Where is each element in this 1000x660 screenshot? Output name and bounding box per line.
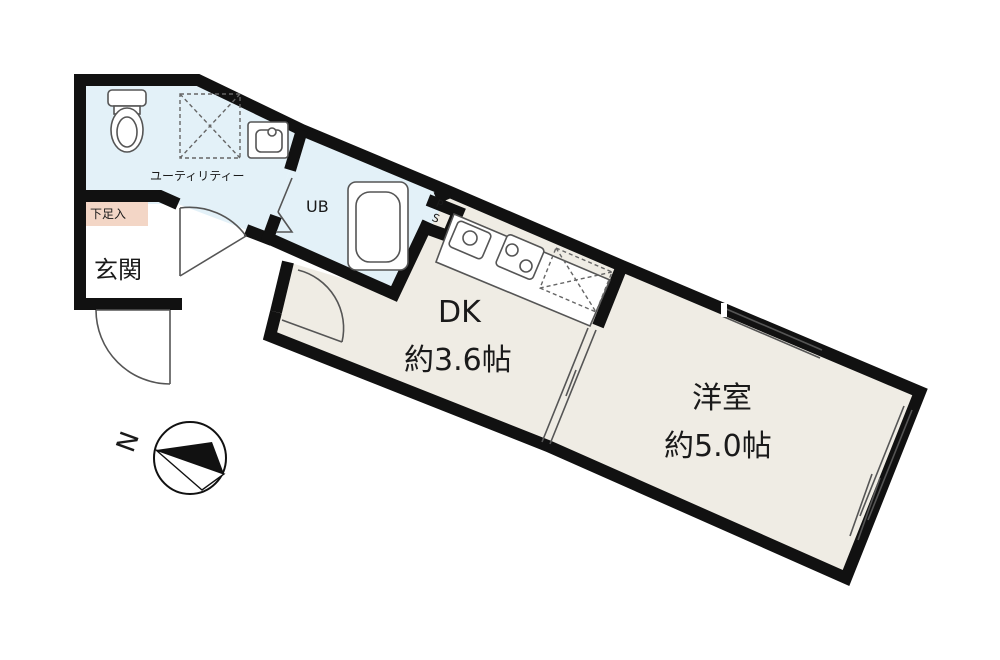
western-area-label: 約5.0帖 — [664, 429, 772, 464]
western-name-label: 洋室 — [692, 381, 752, 416]
compass-north-label: N — [111, 428, 146, 457]
entrance-door[interactable] — [95, 309, 171, 385]
washer-pan-icon — [179, 93, 241, 159]
dk-name-label: DK — [438, 295, 482, 330]
washbasin-icon — [247, 121, 289, 159]
bath-label: UB — [306, 197, 329, 216]
dk-western-partition-wall — [592, 263, 628, 329]
toilet-icon — [107, 89, 147, 153]
shoe-box-fill — [84, 200, 148, 226]
kitchen-counter — [434, 212, 612, 328]
outer-wall — [74, 74, 928, 587]
dk-door[interactable] — [281, 269, 345, 343]
dk-area-label: 約3.6帖 — [404, 343, 512, 378]
utility-label: ユーティリティー — [150, 169, 245, 183]
western-room-fill — [548, 266, 920, 578]
shoe-box-label: 下足入 — [90, 207, 126, 221]
sliding-door[interactable] — [541, 327, 597, 445]
entrance-label: 玄関 — [94, 256, 142, 284]
compass-icon — [153, 421, 227, 495]
utility-door[interactable] — [179, 206, 247, 277]
dk-lower-wall-stub — [270, 260, 294, 314]
ps-label-top: P — [434, 197, 446, 212]
western-window-top — [721, 303, 823, 359]
fridge-space-icon — [539, 247, 613, 313]
western-window-right — [849, 405, 913, 541]
bath-partition-wall — [260, 128, 453, 302]
ps-label-bottom: S — [430, 211, 442, 226]
bath-door[interactable] — [276, 177, 294, 233]
bathtub-icon — [347, 181, 409, 271]
